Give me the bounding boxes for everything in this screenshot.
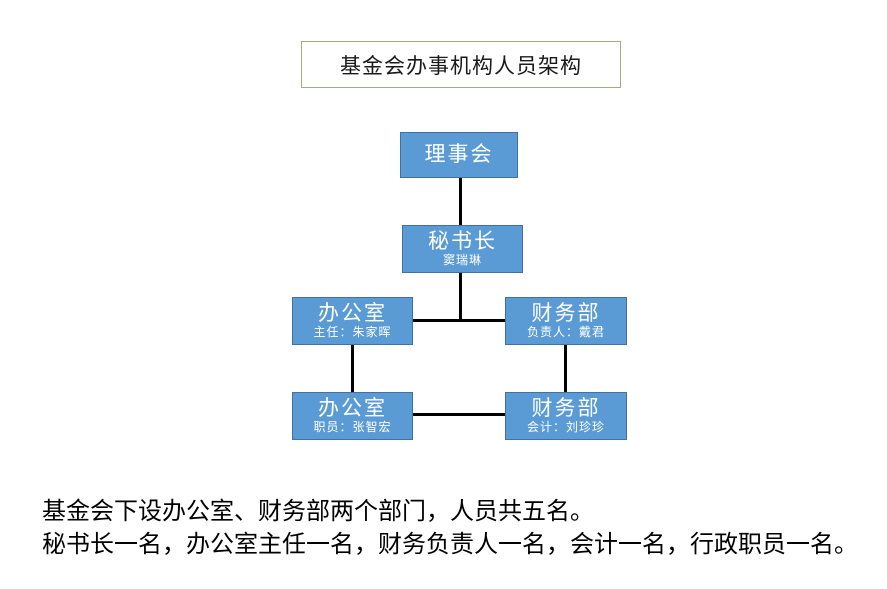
connector-board-to-secretary [459, 178, 462, 225]
org-node-office-head-title: 办公室 [318, 301, 387, 325]
org-node-finance-head-person: 负责人：戴君 [526, 325, 605, 340]
diagram-title-box: 基金会办事机构人员架构 [301, 41, 621, 88]
org-node-finance-staff-person: 会计：刘珍珍 [526, 420, 605, 435]
org-node-finance-head: 财务部 负责人：戴君 [505, 297, 627, 345]
connector-secretary-to-row3 [459, 273, 462, 321]
org-node-secretary-title: 秘书长 [428, 229, 497, 253]
connector-finance-head-to-staff [564, 345, 567, 392]
footer-line-1: 基金会下设办公室、财务部两个部门，人员共五名。 [42, 498, 594, 525]
org-node-finance-staff: 财务部 会计：刘珍珍 [505, 392, 627, 440]
org-node-office-staff-person: 职员：张智宏 [313, 420, 392, 435]
org-node-office-head: 办公室 主任：朱家晖 [292, 297, 413, 345]
org-node-finance-staff-title: 财务部 [531, 396, 601, 420]
org-node-secretary-person: 窦瑞琳 [442, 253, 482, 268]
connector-office-head-to-staff [351, 345, 354, 392]
diagram-title: 基金会办事机构人员架构 [340, 54, 582, 78]
org-node-board-title: 理事会 [424, 143, 494, 167]
connector-row3-horizontal [413, 319, 506, 322]
footer-line-2: 秘书长一名，办公室主任一名，财务负责人一名，会计一名，行政职员一名。 [42, 531, 858, 558]
org-node-office-head-person: 主任：朱家晖 [313, 325, 392, 340]
org-node-board: 理事会 [400, 132, 518, 178]
org-node-office-staff: 办公室 职员：张智宏 [292, 392, 413, 440]
org-node-secretary: 秘书长 窦瑞琳 [402, 225, 523, 273]
org-node-finance-head-title: 财务部 [531, 301, 601, 325]
footer-description: 基金会下设办公室、财务部两个部门，人员共五名。 秘书长一名，办公室主任一名，财务… [42, 495, 858, 561]
org-node-office-staff-title: 办公室 [318, 396, 387, 420]
connector-row4-horizontal [413, 413, 506, 416]
